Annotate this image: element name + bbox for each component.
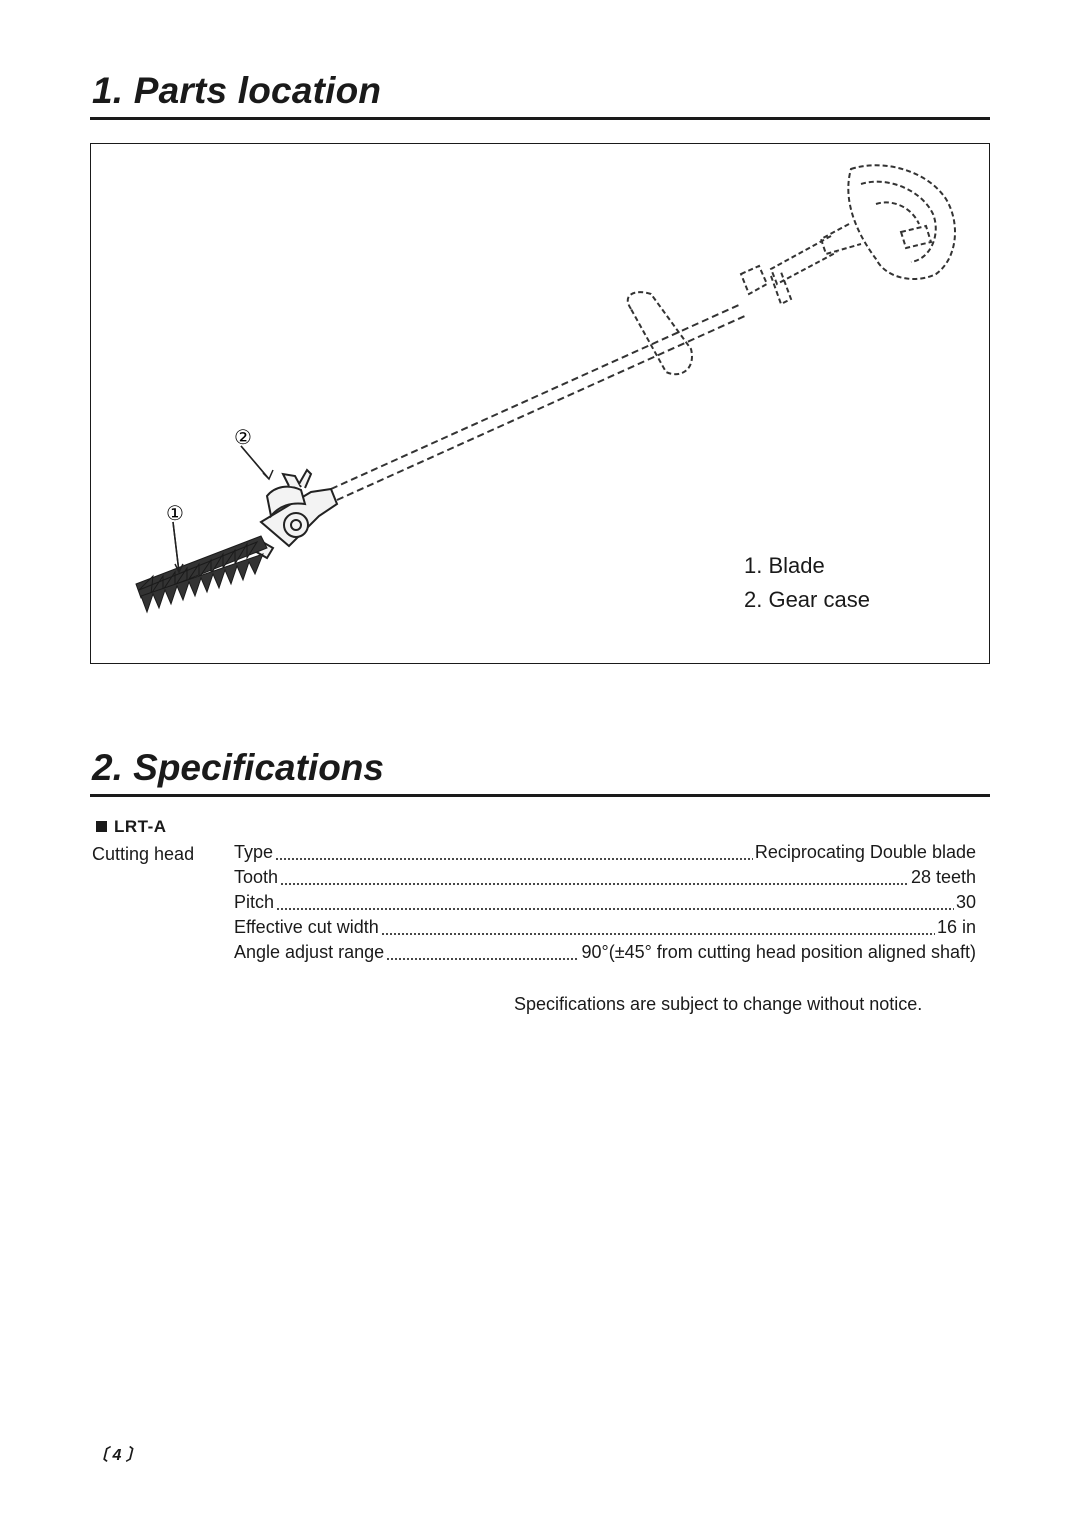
dot-leader [386, 958, 580, 960]
section-title-parts-location: 1. Parts location [92, 70, 382, 111]
title-rule [90, 117, 990, 120]
hedge-trimmer-illustration: ② ① [135, 164, 957, 614]
spec-row-effective-cut-width: Effective cut width 16 in [234, 917, 976, 941]
throttle-grip-outline [739, 235, 838, 306]
loop-handle-outline [626, 291, 693, 376]
page-number: 〔 4 〕 [92, 1447, 142, 1464]
engine-outline [819, 164, 957, 280]
callout-leaders [172, 445, 274, 575]
section-title-specifications: 2. Specifications [92, 747, 384, 788]
spec-label: Effective cut width [234, 917, 379, 937]
shaft-outline [330, 303, 748, 501]
spec-label: Angle adjust range [234, 942, 385, 962]
blade-drawing [135, 535, 268, 614]
dot-leader [280, 883, 909, 885]
spec-value: 90°(±45° from cutting head position alig… [581, 942, 976, 962]
callout-1: ① [166, 501, 184, 525]
spec-value: 30 [955, 892, 976, 912]
spec-value: 28 teeth [910, 867, 976, 887]
dot-leader [275, 858, 753, 860]
model-name: LRT-A [114, 817, 167, 836]
spec-value: 16 in [936, 917, 976, 937]
legend-item-blade: 1. Blade [744, 553, 825, 578]
parts-figure: ② ① 1. Blade 2. Gear case [90, 143, 990, 664]
spec-row-angle-adjust-range: Angle adjust range 90°(±45° from cutting … [234, 942, 976, 966]
spec-label: Type [234, 842, 274, 862]
figure-legend: 1. Blade 2. Gear case [744, 549, 870, 617]
spec-row-pitch: Pitch 30 [234, 892, 976, 916]
spec-label: Tooth [234, 867, 279, 887]
spec-label: Pitch [234, 892, 275, 912]
spec-value: Reciprocating Double blade [754, 842, 976, 862]
spec-row-tooth: Tooth 28 teeth [234, 867, 976, 891]
dot-leader [276, 908, 954, 910]
callout-2: ② [234, 425, 252, 449]
legend-item-gear-case: 2. Gear case [744, 587, 870, 612]
spec-row-type: Type Reciprocating Double blade [234, 842, 976, 866]
spec-change-notice: Specifications are subject to change wit… [514, 994, 923, 1014]
spec-group-label: Cutting head [92, 844, 195, 864]
square-bullet-icon [96, 821, 107, 832]
title-rule [90, 794, 990, 797]
model-heading: LRT-A [96, 817, 167, 837]
dot-leader [380, 933, 935, 935]
